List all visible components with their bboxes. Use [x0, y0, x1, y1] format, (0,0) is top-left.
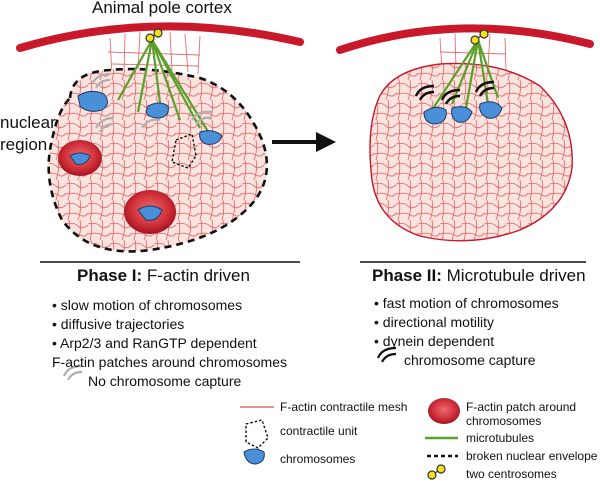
- phase2-bullet: • directional motility: [374, 314, 495, 330]
- cortex-right: [336, 24, 594, 54]
- actin-patch-left-1: [58, 140, 102, 176]
- cell-region-right: [369, 62, 573, 242]
- phase2-heading-bold: Phase II:: [372, 266, 442, 285]
- phase2-cell: [336, 24, 594, 242]
- phase1-list: • slow motion of chromosomes • diffusive…: [52, 296, 287, 391]
- phase2-heading: Phase II: Microtubule driven: [372, 266, 586, 286]
- phase1-heading-rest: F-actin driven: [142, 266, 250, 285]
- no-capture-icon: [62, 364, 83, 381]
- legend-microtubules-label: microtubules: [466, 431, 535, 445]
- legend-centrosomes-label: two centrosomes: [466, 467, 557, 481]
- centrosomes-left: [145, 28, 163, 43]
- nucleus-region: [47, 67, 269, 253]
- side-label: nuclear region: [0, 113, 56, 154]
- actin-patch-left-2: [124, 190, 176, 234]
- phase2-heading-rest: Microtubule driven: [441, 266, 586, 285]
- legend-centrosome-icon: [427, 464, 446, 480]
- legend-patch-label: F-actin patch around chromosomes: [466, 400, 577, 428]
- capture-icon: [376, 346, 397, 363]
- phase1-bullet: • Arp2/3 and RanGTP dependent: [52, 335, 257, 351]
- legend-patch-icon: [428, 398, 460, 424]
- microtubules-left: [117, 39, 213, 139]
- phase1-bullet: • slow motion of chromosomes: [52, 297, 243, 313]
- capture-arcs-right: [414, 80, 495, 105]
- microtubules-right: [431, 39, 500, 111]
- phase1-bullet: • diffusive trajectories: [52, 316, 185, 332]
- legend-mesh-label: F-actin contractile mesh: [280, 400, 408, 414]
- legend-icons: [240, 398, 460, 480]
- legend-envelope-label: broken nuclear envelope: [466, 449, 598, 463]
- legend-chromosomes-label: chromosomes: [280, 452, 356, 466]
- phase2-bullet: chromosome capture: [404, 352, 536, 368]
- phase2-list: • fast motion of chromosomes • direction…: [374, 294, 559, 370]
- no-capture-arcs-left: [91, 72, 213, 133]
- chromosomes-right: [423, 101, 503, 125]
- phase2-bullet: • fast motion of chromosomes: [374, 295, 559, 311]
- phase1-cell: [16, 22, 304, 253]
- legend-unit-icon: [245, 419, 269, 449]
- centrosomes-right: [470, 29, 489, 45]
- phase1-heading-bold: Phase I:: [77, 266, 143, 285]
- phase2-bullet: • dynein dependent: [374, 333, 495, 349]
- phase1-bullet: F-actin patches around chromosomes: [52, 354, 287, 370]
- phase-arrow: [272, 132, 336, 152]
- contractile-unit-left: [171, 133, 197, 169]
- chromosomes-left: [77, 90, 223, 145]
- cortex-left: [16, 22, 304, 52]
- phase1-bullet: No chromosome capture: [88, 373, 242, 389]
- legend-chromosome-icon: [243, 448, 265, 465]
- legend-unit-label: contractile unit: [280, 424, 358, 438]
- page-title: Animal pole cortex: [92, 0, 232, 17]
- phase1-heading: Phase I: F-actin driven: [77, 266, 250, 286]
